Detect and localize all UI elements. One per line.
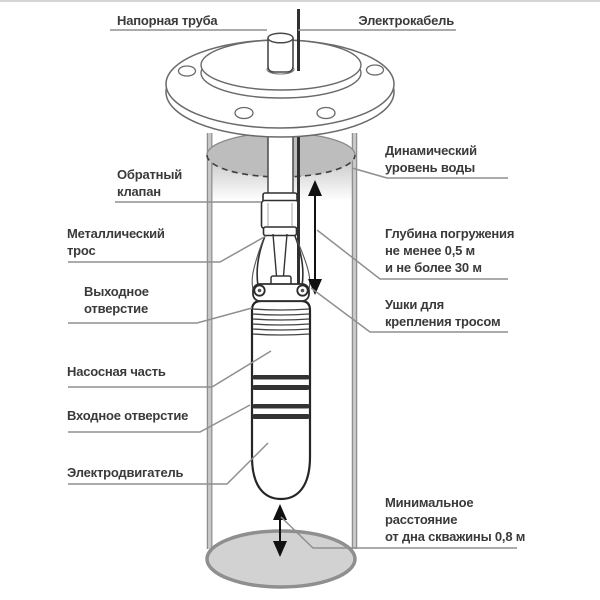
leader-outlet: [68, 307, 253, 324]
leader-inlet: [68, 404, 251, 433]
label-min-bottom-distance: Минимальное расстояние от дна скважины 0…: [385, 495, 526, 545]
flange-bolt-holes: [177, 64, 385, 120]
leader-pump-section: [68, 350, 272, 388]
label-rope-ears: Ушки для крепления тросом: [385, 297, 501, 330]
label-immersion-depth: Глубина погружения не менее 0,5 м и не б…: [385, 226, 515, 276]
wellhead-flange: [165, 39, 395, 138]
leader-immersion-depth: [316, 229, 508, 280]
leader-rope-ears: [310, 287, 508, 333]
label-metal-cable: Металлический трос: [67, 226, 165, 259]
label-pressure-pipe: Напорная труба: [117, 13, 218, 28]
discharge-pipe-upper: [267, 9, 300, 73]
pump-section-bands: [252, 375, 310, 419]
label-pump-section: Насосная часть: [67, 364, 166, 379]
leader-dynamic-water-level: [351, 167, 508, 179]
leader-motor: [68, 442, 269, 485]
rope-ears-shape: [253, 284, 309, 297]
check-valve-shape: [260, 192, 300, 237]
pump-body: [250, 299, 312, 501]
label-motor: Электродвигатель: [67, 465, 184, 480]
label-dynamic-water-level: Динамический уровень воды: [385, 143, 477, 176]
label-outlet: Выходное отверстие: [84, 284, 149, 317]
label-inlet: Входное отверстие: [67, 408, 189, 423]
leader-min-bottom-distance: [280, 516, 517, 549]
pump-outlet-ribs: [252, 308, 310, 336]
leader-lines: [68, 29, 517, 549]
label-power-cable: Электрокабель: [358, 13, 454, 28]
leader-metal-cable: [68, 235, 267, 263]
pump-cap: [252, 275, 310, 302]
label-check-valve: Обратный клапан: [117, 167, 183, 200]
